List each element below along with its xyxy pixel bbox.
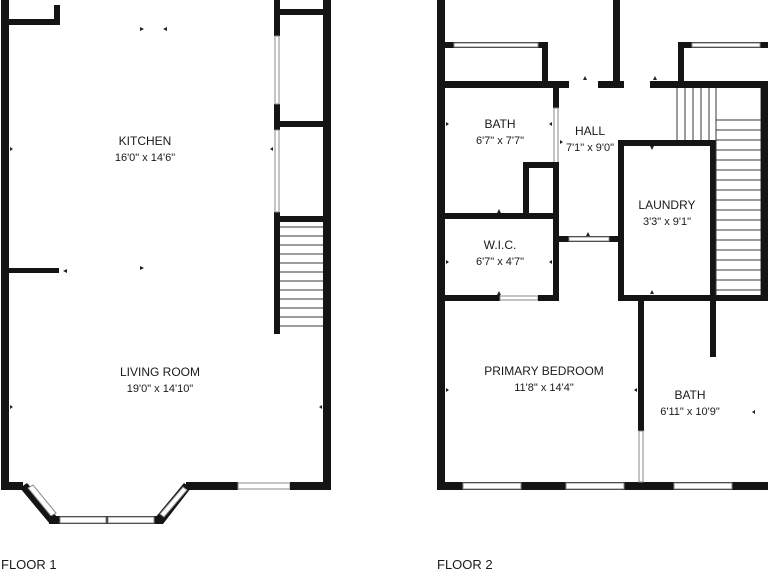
stairs — [676, 88, 762, 296]
wall — [437, 0, 445, 490]
room-dims-bath-upper: 6'7" x 7'7" — [476, 135, 524, 147]
wall — [542, 42, 548, 84]
wall — [638, 301, 644, 431]
dimension-ticks — [446, 76, 755, 414]
floor-1-plan: KITCHEN 16'0" x 14'6" LIVING ROOM 19'0" … — [1, 0, 331, 572]
wall — [613, 0, 620, 84]
door-opening — [499, 295, 539, 301]
wall — [553, 88, 559, 108]
room-dims-laundry: 3'3" x 9'1" — [643, 216, 691, 228]
door-opening — [237, 482, 291, 490]
room-dims-hall: 7'1" x 9'0" — [566, 142, 614, 154]
wall — [274, 104, 280, 130]
door-opening — [691, 42, 761, 48]
window — [673, 482, 733, 490]
wall — [54, 5, 60, 25]
stairs — [280, 226, 323, 327]
wall — [553, 238, 559, 301]
bay-window — [20, 483, 191, 524]
room-dims-bath-lower: 6'11" x 10'9" — [660, 406, 720, 418]
room-dims-living-room: 19'0" x 14'10" — [127, 383, 194, 395]
wall — [274, 216, 326, 222]
wall — [445, 295, 500, 301]
wall — [274, 0, 280, 36]
door-opening — [553, 107, 559, 165]
wall — [538, 295, 559, 301]
wall — [710, 301, 716, 357]
wall — [186, 482, 238, 490]
room-name-laundry: LAUNDRY — [638, 198, 695, 212]
room-dims-primary-bedroom: 11'8" x 14'4" — [514, 382, 574, 394]
wall — [445, 213, 559, 219]
room-dims-wic: 6'7" x 4'7" — [476, 256, 524, 268]
wall — [323, 0, 331, 490]
wall — [274, 212, 280, 334]
wall — [716, 295, 768, 301]
wall — [445, 81, 569, 88]
floor-2-plan: BATH 6'7" x 7'7" HALL 7'1" x 9'0" LAUNDR… — [437, 0, 768, 572]
wall — [553, 164, 559, 238]
door-opening — [568, 236, 610, 242]
room-name-hall: HALL — [575, 124, 605, 138]
wall — [274, 9, 326, 15]
room-name-bath-lower: BATH — [674, 388, 705, 402]
wall — [710, 140, 716, 301]
wall — [523, 162, 529, 216]
wall — [1, 0, 9, 484]
wall — [618, 295, 716, 301]
wall — [618, 140, 624, 300]
wall — [761, 88, 768, 301]
wall — [290, 482, 331, 490]
room-name-kitchen: KITCHEN — [119, 134, 172, 148]
dimension-ticks — [10, 27, 322, 409]
room-name-wic: W.I.C. — [484, 238, 517, 252]
room-name-primary-bedroom: PRIMARY BEDROOM — [484, 364, 604, 378]
wall — [523, 162, 559, 168]
window — [462, 482, 522, 490]
wall — [650, 81, 768, 88]
room-dims-kitchen: 16'0" x 14'6" — [115, 152, 175, 164]
room-name-bath-upper: BATH — [484, 117, 515, 131]
wall — [9, 268, 59, 273]
wall — [598, 81, 624, 88]
door-opening — [638, 430, 644, 483]
wall — [618, 140, 716, 146]
room-name-living-room: LIVING ROOM — [120, 365, 200, 379]
floor-label-1: FLOOR 1 — [1, 557, 57, 572]
door-opening — [453, 42, 539, 48]
window — [274, 35, 280, 105]
wall — [678, 42, 684, 84]
wall — [9, 19, 59, 25]
window — [274, 129, 280, 213]
wall — [1, 482, 23, 490]
floor-label-2: FLOOR 2 — [437, 557, 493, 572]
window — [565, 482, 625, 490]
wall — [274, 121, 326, 127]
